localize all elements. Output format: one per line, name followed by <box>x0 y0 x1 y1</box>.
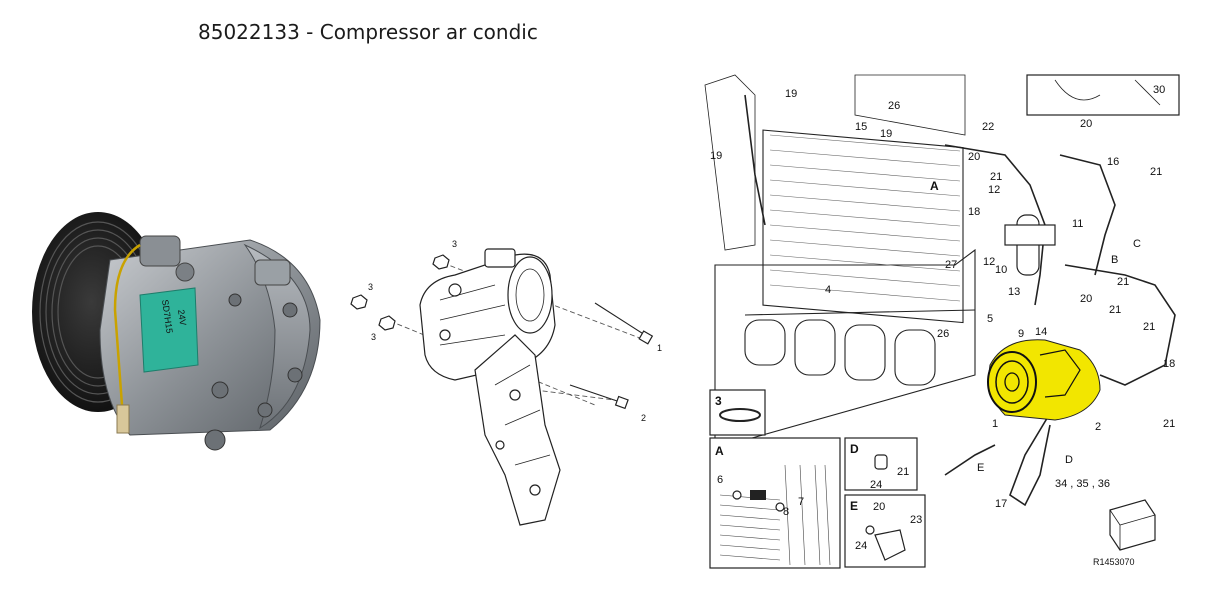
callout-17: 17 <box>995 498 1007 510</box>
callout-3-mid: 3 <box>368 282 373 292</box>
inset-D-letter: D <box>850 442 859 456</box>
kit-label: 34 , 35 , 36 <box>1055 478 1110 490</box>
radiator-grille-openings <box>744 319 936 386</box>
ref-code: R1453070 <box>1093 557 1135 567</box>
inset-D-callout-24: 24 <box>870 479 882 491</box>
callout-22: 22 <box>982 121 994 133</box>
inset-E-letter: E <box>850 499 858 513</box>
mounting-bracket <box>474 334 561 526</box>
callout-21-a: 21 <box>990 171 1002 183</box>
inset-3-label: 3 <box>715 394 722 408</box>
compressor-label <box>139 287 199 373</box>
compressor-body <box>99 239 321 436</box>
callout-19-a: 19 <box>785 88 797 100</box>
compressor-photo: SD7H15 24V <box>32 212 321 451</box>
callout-5: 5 <box>987 313 993 325</box>
callout-3-low: 3 <box>371 332 376 342</box>
callout-D: D <box>1065 454 1073 466</box>
label-line-1: SD7H15 <box>160 299 175 334</box>
inset-A: A 6 7 8 <box>709 437 841 569</box>
bracket-drawing: 3 3 3 1 2 <box>350 239 662 526</box>
callout-C: C <box>1133 238 1141 250</box>
inset-3: 3 <box>709 389 766 436</box>
callout-E: E <box>977 462 984 474</box>
callout-4: 4 <box>825 284 831 296</box>
callout-12-a: 12 <box>988 184 1000 196</box>
label-line-2: 24V <box>176 309 188 326</box>
inset-E-callout-24: 24 <box>855 540 867 552</box>
bolt-2 <box>569 384 629 410</box>
callout-2: 2 <box>1095 421 1101 433</box>
inset-D: D 21 24 <box>844 437 918 491</box>
kit-box: 34 , 35 , 36 R1453070 <box>1055 478 1156 567</box>
inset-A-letter: A <box>715 444 724 458</box>
callout-A: A <box>930 179 939 193</box>
callout-3-top: 3 <box>452 239 457 249</box>
callout-15: 15 <box>855 121 867 133</box>
callout-12-b: 12 <box>983 256 995 268</box>
diagram-callouts: 30 19 26 19 15 22 20 19 20 21 16 21 12 1… <box>710 84 1175 510</box>
callout-21-c: 21 <box>1117 276 1129 288</box>
callout-2: 2 <box>641 413 646 423</box>
callout-27: 27 <box>945 259 957 271</box>
inset-A-callout-7: 7 <box>798 496 804 508</box>
nut-left-2 <box>378 315 396 331</box>
inset-E-callout-20: 20 <box>873 501 885 513</box>
nut-left <box>350 294 368 310</box>
callout-30: 30 <box>1153 84 1165 96</box>
inset-E-callout-23: 23 <box>910 514 922 526</box>
callout-B: B <box>1111 254 1118 266</box>
receiver-drier <box>1004 214 1056 276</box>
callout-13: 13 <box>1008 286 1020 298</box>
callout-19-c: 19 <box>710 150 722 162</box>
nut-top <box>432 254 450 270</box>
page-title: 85022133 - Compressor ar condic <box>198 20 538 44</box>
callout-21-b: 21 <box>1150 166 1162 178</box>
callout-14: 14 <box>1035 326 1047 338</box>
callout-18-a: 18 <box>968 206 980 218</box>
inset-30-box <box>1026 74 1180 116</box>
callout-20-c: 20 <box>1080 293 1092 305</box>
callout-20-a: 20 <box>1080 118 1092 130</box>
callout-21-d: 21 <box>1109 304 1121 316</box>
callout-19-b: 19 <box>880 128 892 140</box>
callout-26-b: 26 <box>937 328 949 340</box>
callout-20-b: 20 <box>968 151 980 163</box>
callout-1: 1 <box>992 418 998 430</box>
callout-11: 11 <box>1072 218 1083 230</box>
inset-A-callout-6: 6 <box>717 474 723 486</box>
inset-E: E 20 23 24 <box>844 494 926 568</box>
highlighted-compressor <box>987 339 1101 421</box>
bolt-1 <box>594 302 654 345</box>
inset-D-callout-21: 21 <box>897 466 909 478</box>
callout-21-f: 21 <box>1163 418 1175 430</box>
callout-18-b: 18 <box>1163 358 1175 370</box>
callout-16: 16 <box>1107 156 1119 168</box>
parts-diagram: 3 A 6 7 8 D 21 24 E 20 23 24 34 <box>704 74 1180 569</box>
inset-A-callout-8: 8 <box>783 506 789 518</box>
callout-9: 9 <box>1018 328 1024 340</box>
callout-26-a: 26 <box>888 100 900 112</box>
callout-21-e: 21 <box>1143 321 1155 333</box>
callout-10: 10 <box>995 264 1007 276</box>
callout-1: 1 <box>657 343 662 353</box>
